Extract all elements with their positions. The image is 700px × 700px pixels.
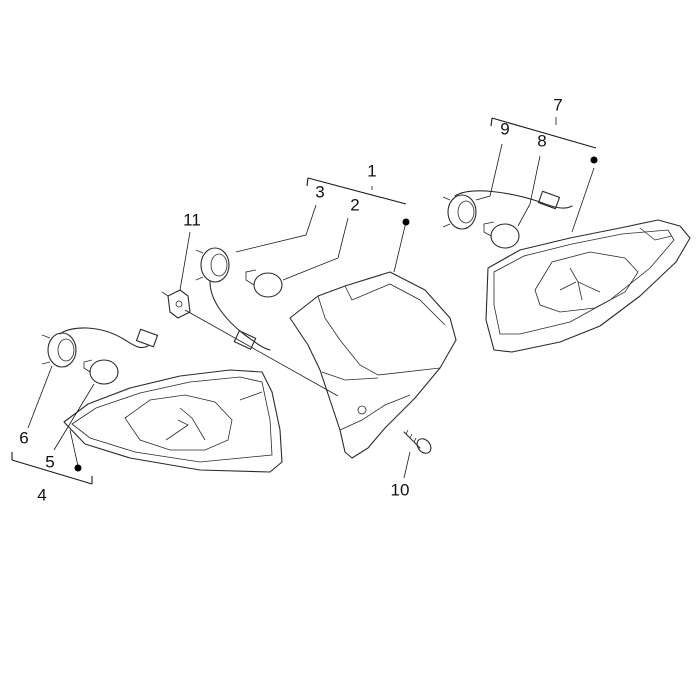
right-bulb-socket <box>442 190 573 230</box>
callout-9: 9 <box>500 119 509 138</box>
callout-11: 11 <box>183 210 201 229</box>
bracket-dot-4 <box>74 464 82 472</box>
right-bulb <box>483 221 520 249</box>
screw <box>403 429 432 454</box>
callout-1: 1 <box>367 161 376 180</box>
middle-bulb-socket <box>195 247 271 351</box>
bracket-dot-1 <box>402 218 410 226</box>
callout-3: 3 <box>315 182 324 201</box>
clip-nut <box>161 289 191 319</box>
callout-5: 5 <box>45 452 54 471</box>
callout-2: 2 <box>350 195 359 214</box>
callout-10: 10 <box>391 480 410 499</box>
left-tail-lamp <box>63 369 283 473</box>
callout-7: 7 <box>553 95 562 114</box>
center-tail-housing <box>289 271 457 459</box>
callout-8: 8 <box>537 131 546 150</box>
leader-lines <box>11 117 597 485</box>
right-tail-lamp <box>485 219 691 353</box>
left-bulb <box>83 359 119 385</box>
callout-4: 4 <box>37 485 46 504</box>
bracket-dot-7 <box>590 156 598 164</box>
left-bulb-socket <box>41 327 159 368</box>
callout-6: 6 <box>19 428 28 447</box>
middle-bulb <box>245 269 283 298</box>
